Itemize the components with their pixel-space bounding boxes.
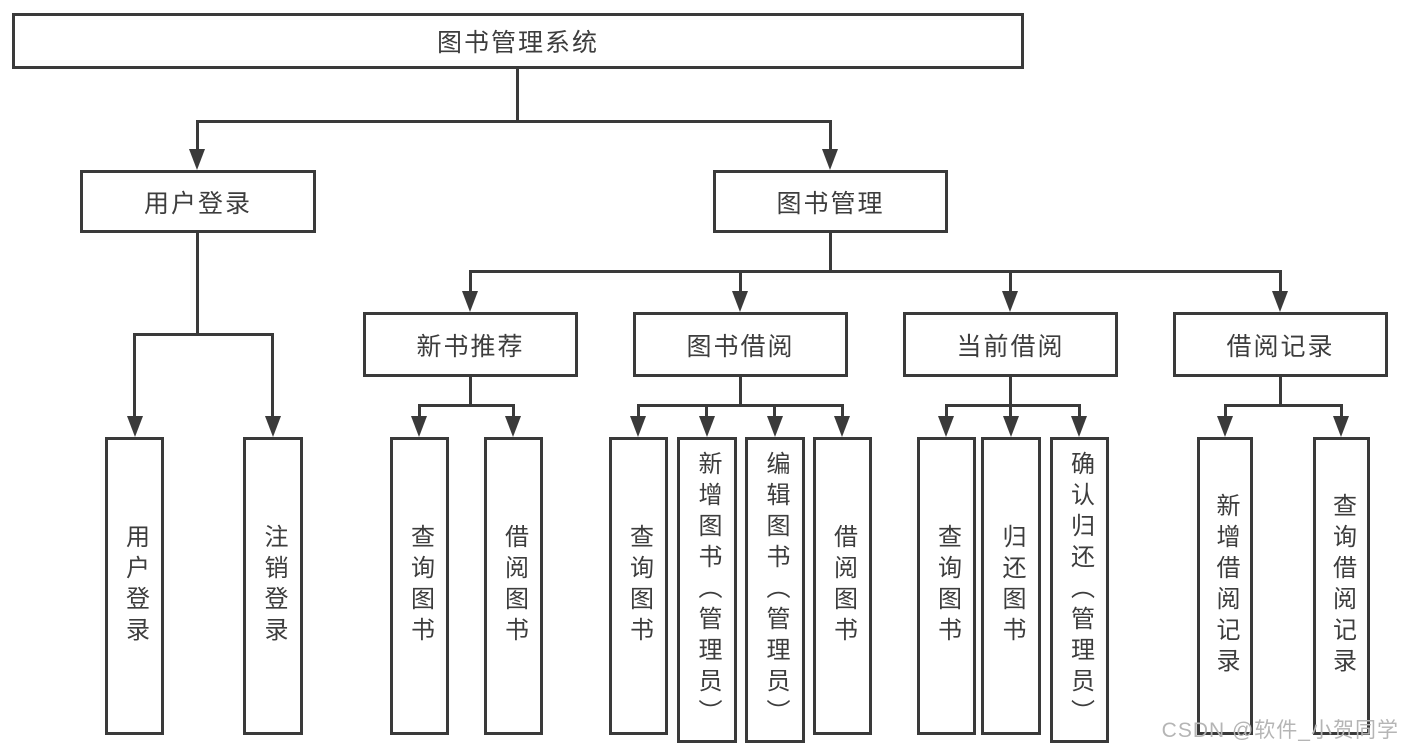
connector-vline-root xyxy=(516,69,519,123)
arrow-down-borrow-book-icon xyxy=(834,416,850,437)
connector-vline-current-down xyxy=(1009,377,1012,407)
leaf-record-query: 查询借阅记录 xyxy=(1313,437,1370,735)
connector-vline-to-return-book xyxy=(1009,404,1012,418)
leaf-borrow-book-label: 借阅图书 xyxy=(829,524,857,648)
connector-vline-new-book-down xyxy=(469,377,472,407)
leaf-logout: 注销登录 xyxy=(243,437,303,735)
connector-vline-to-current-query xyxy=(945,404,948,418)
leaf-newbook-query: 查询图书 xyxy=(390,437,449,735)
arrow-down-record-add-icon xyxy=(1217,416,1233,437)
node-library-system: 图书管理系统 xyxy=(12,13,1024,69)
connector-vline-to-borrow-query xyxy=(637,404,640,418)
node-book-management-label: 图书管理 xyxy=(776,189,885,218)
leaf-newbook-borrow: 借阅图书 xyxy=(484,437,543,735)
connector-vline-to-leaf-user-login xyxy=(133,333,136,419)
leaf-newbook-query-label: 查询图书 xyxy=(406,524,434,648)
node-book-borrow: 图书借阅 xyxy=(633,312,848,377)
leaf-user-login-label: 用户登录 xyxy=(121,524,149,648)
connector-vline-book-management-down xyxy=(829,233,832,273)
arrow-down-current-query-icon xyxy=(938,416,954,437)
csdn-watermark: CSDN @软件_小贺同学 xyxy=(1161,719,1399,742)
node-library-system-label: 图书管理系统 xyxy=(436,29,599,57)
leaf-record-add-label: 新增借阅记录 xyxy=(1212,493,1239,679)
connector-vline-to-record-query xyxy=(1340,404,1343,418)
arrow-down-new-book-recommend-icon xyxy=(462,291,478,312)
connector-vline-records-down xyxy=(1279,377,1282,407)
connector-vline-to-newbook-borrow xyxy=(512,404,515,418)
arrow-down-confirm-return-icon xyxy=(1071,416,1087,437)
leaf-return-book-label: 归还图书 xyxy=(998,524,1025,648)
arrow-down-book-management-icon xyxy=(822,149,838,170)
leaf-confirm-return-admin: 确认归还（管理员） xyxy=(1050,437,1109,743)
connector-vline-to-borrow-records xyxy=(1279,270,1282,293)
node-user-login-label: 用户登录 xyxy=(143,189,252,218)
arrow-down-borrow-query-icon xyxy=(630,416,646,437)
leaf-return-book: 归还图书 xyxy=(981,437,1041,735)
arrow-down-borrow-records-icon xyxy=(1272,291,1288,312)
connector-vline-to-book-borrow xyxy=(739,270,742,293)
arrow-down-user-login-icon xyxy=(189,149,205,170)
arrow-down-newbook-query-icon xyxy=(411,416,427,437)
connector-vline-to-borrow-book xyxy=(841,404,844,418)
arrow-down-return-book-icon xyxy=(1003,416,1019,437)
arrow-down-record-query-icon xyxy=(1333,416,1349,437)
arrow-down-borrow-edit-icon xyxy=(767,416,783,437)
leaf-current-query: 查询图书 xyxy=(917,437,976,735)
leaf-record-add: 新增借阅记录 xyxy=(1197,437,1253,735)
leaf-record-query-label: 查询借阅记录 xyxy=(1328,493,1356,679)
node-new-book-recommend: 新书推荐 xyxy=(363,312,578,377)
arrow-down-borrow-add-icon xyxy=(699,416,715,437)
leaf-borrow-add-admin-label: 新增图书（管理员） xyxy=(694,450,721,730)
arrow-down-current-borrow-icon xyxy=(1002,291,1018,312)
leaf-user-login: 用户登录 xyxy=(105,437,164,735)
connector-vline-to-leaf-logout xyxy=(271,333,274,419)
connector-vline-to-current-borrow xyxy=(1009,270,1012,293)
connector-hline-records xyxy=(1224,404,1343,407)
node-book-borrow-label: 图书借阅 xyxy=(686,332,795,361)
connector-vline-to-newbook-query xyxy=(418,404,421,418)
connector-vline-book-borrow-down xyxy=(739,377,742,407)
connector-hline-level3 xyxy=(469,270,1282,273)
connector-hline-book-borrow xyxy=(637,404,844,407)
node-borrow-records-label: 借阅记录 xyxy=(1226,332,1335,361)
connector-hline-current xyxy=(945,404,1081,407)
connector-vline-to-book-management xyxy=(829,120,832,151)
node-book-management: 图书管理 xyxy=(713,170,948,233)
arrow-down-leaf-logout-icon xyxy=(265,416,281,437)
leaf-borrow-query-label: 查询图书 xyxy=(625,524,653,648)
connector-vline-to-borrow-edit xyxy=(773,404,776,418)
arrow-down-leaf-user-login-icon xyxy=(127,416,143,437)
leaf-borrow-book: 借阅图书 xyxy=(813,437,872,735)
arrow-down-newbook-borrow-icon xyxy=(505,416,521,437)
leaf-borrow-query: 查询图书 xyxy=(609,437,668,735)
connector-vline-to-new-book-recommend xyxy=(469,270,472,293)
connector-hline-user-login xyxy=(133,333,274,336)
leaf-current-query-label: 查询图书 xyxy=(933,524,961,648)
node-current-borrow-label: 当前借阅 xyxy=(956,332,1065,361)
leaf-confirm-return-admin-label: 确认归还（管理员） xyxy=(1066,450,1094,730)
leaf-logout-label: 注销登录 xyxy=(260,524,287,648)
node-current-borrow: 当前借阅 xyxy=(903,312,1118,377)
connector-vline-user-login-down xyxy=(196,233,199,335)
node-user-login: 用户登录 xyxy=(80,170,316,233)
node-borrow-records: 借阅记录 xyxy=(1173,312,1388,377)
connector-vline-to-record-add xyxy=(1224,404,1227,418)
leaf-borrow-add-admin: 新增图书（管理员） xyxy=(677,437,737,743)
leaf-newbook-borrow-label: 借阅图书 xyxy=(500,524,528,648)
connector-vline-to-confirm-return xyxy=(1078,404,1081,418)
leaf-borrow-edit-admin: 编辑图书（管理员） xyxy=(745,437,805,743)
connector-vline-to-user-login xyxy=(196,120,199,151)
arrow-down-book-borrow-icon xyxy=(732,291,748,312)
connector-hline-level2 xyxy=(196,120,832,123)
connector-hline-new-book xyxy=(418,404,515,407)
node-new-book-recommend-label: 新书推荐 xyxy=(416,332,525,361)
leaf-borrow-edit-admin-label: 编辑图书（管理员） xyxy=(762,450,789,730)
connector-vline-to-borrow-add xyxy=(705,404,708,418)
